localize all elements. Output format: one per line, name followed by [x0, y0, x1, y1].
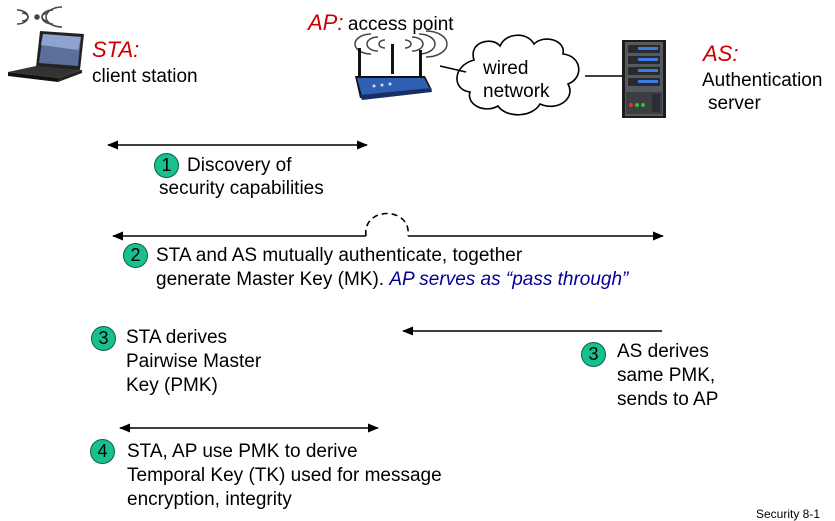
sta-label: STA:: [92, 37, 140, 62]
step2-line2: generate Master Key (MK). AP serves as “…: [156, 268, 628, 291]
step3-as-line2: same PMK,: [617, 365, 716, 386]
step4-line3: encryption, integrity: [127, 489, 292, 510]
step1-line2: security capabilities: [159, 178, 324, 199]
step3-as-line1: AS derives: [617, 341, 709, 362]
wireless-router-icon: [355, 44, 432, 100]
step2-line2-text: generate Master Key (MK).: [156, 269, 390, 290]
step3-sta-line3: Key (PMK): [126, 375, 218, 396]
arrow-step2: [111, 212, 665, 241]
step1-line1: Discovery of: [187, 155, 292, 176]
sta-description: client station: [92, 66, 198, 87]
cloud-line1: wired: [483, 58, 529, 79]
wireless-signal-icon: [16, 6, 63, 28]
cloud-icon: [439, 34, 624, 116]
step4-line2: Temporal Key (TK) used for message: [127, 465, 442, 486]
laptop-icon: [8, 31, 84, 82]
wireless-signal-icon: [354, 30, 448, 58]
step3-sta-line1: STA derives: [126, 327, 228, 348]
server-icon: [622, 40, 666, 118]
step4-line1: STA, AP use PMK to derive: [127, 441, 358, 462]
slide-footer: Security 8-1: [756, 507, 821, 521]
step-number-badge: 2: [123, 243, 148, 268]
step-number-badge: 1: [154, 153, 179, 178]
step3-sta-line2: Pairwise Master: [126, 351, 262, 372]
step-number-badge: 3: [91, 326, 116, 351]
as-line2: server: [708, 93, 761, 114]
step3-as-line3: sends to AP: [617, 389, 719, 410]
step-number-badge: 4: [90, 439, 115, 464]
cloud-line2: network: [483, 81, 550, 102]
step2-emphasis: AP serves as “pass through”: [389, 269, 629, 290]
step2-line1: STA and AS mutually authenticate, togeth…: [156, 245, 523, 266]
ap-description: access point: [347, 14, 454, 35]
ap-label: AP:: [308, 10, 344, 35]
as-label: AS:: [703, 41, 739, 66]
as-line1: Authentication: [702, 70, 823, 91]
step-number-badge: 3: [581, 342, 606, 367]
ap-header: AP: access point: [308, 10, 454, 36]
